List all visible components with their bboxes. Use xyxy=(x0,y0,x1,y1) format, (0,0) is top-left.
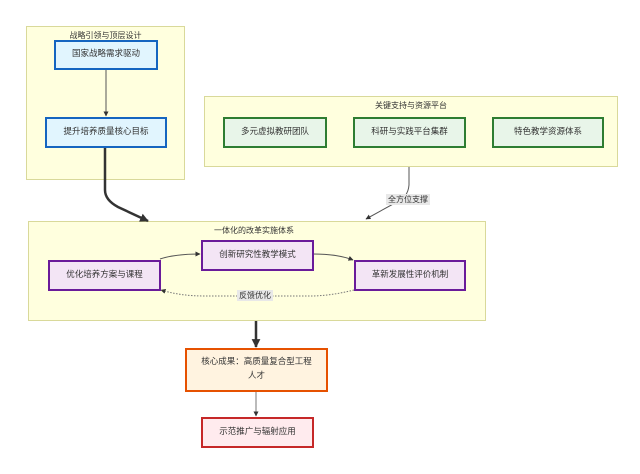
node-reform-evaluation-label: 革新发展性评价机制 xyxy=(371,269,449,280)
edge-goal-to-reform xyxy=(103,147,149,223)
cluster-support-title: 关键支持与资源平台 xyxy=(375,101,447,110)
node-demonstration[interactable]: 示范推广与辐射应用 xyxy=(201,417,314,448)
node-teaching-resources[interactable]: 特色教学资源体系 xyxy=(492,117,604,148)
node-research-platform[interactable]: 科研与实践平台集群 xyxy=(353,117,466,148)
cluster-strategy-title: 战略引领与顶层设计 xyxy=(69,31,142,40)
cluster-reform-title: 一体化的改革实施体系 xyxy=(214,226,294,235)
edge-support-to-reform xyxy=(365,167,410,220)
node-teaching-resources-label: 特色教学资源体系 xyxy=(513,126,582,137)
node-innovative-teaching[interactable]: 创新研究性教学模式 xyxy=(201,240,314,271)
node-core-outcome[interactable]: 核心成果：高质量复合型工程人才 xyxy=(185,348,328,392)
node-national-drive-label: 国家战略需求驱动 xyxy=(71,49,140,60)
node-research-platform-label: 科研与实践平台集群 xyxy=(371,126,448,137)
node-core-goal-label: 提升培养质量核心目标 xyxy=(63,126,149,137)
node-core-goal[interactable]: 提升培养质量核心目标 xyxy=(45,117,167,148)
node-optimize-plan-label: 优化培养方案与课程 xyxy=(66,269,143,280)
edge-innovative-to-evaluation xyxy=(312,253,354,261)
edge-label-feedback: 反馈优化 xyxy=(237,290,273,301)
node-innovative-teaching-label: 创新研究性教学模式 xyxy=(219,249,296,260)
node-demonstration-label: 示范推广与辐射应用 xyxy=(219,426,296,437)
edge-optimize-to-innovative xyxy=(159,251,201,260)
node-reform-evaluation[interactable]: 革新发展性评价机制 xyxy=(354,260,466,291)
node-virtual-team[interactable]: 多元虚拟教研团队 xyxy=(223,117,327,148)
node-virtual-team-label: 多元虚拟教研团队 xyxy=(240,126,309,137)
node-optimize-plan[interactable]: 优化培养方案与课程 xyxy=(48,260,161,291)
edge-label-support: 全方位支撑 xyxy=(386,194,430,205)
node-national-drive[interactable]: 国家战略需求驱动 xyxy=(54,40,158,70)
node-core-outcome-label: 核心成果：高质量复合型工程人才 xyxy=(201,357,312,381)
